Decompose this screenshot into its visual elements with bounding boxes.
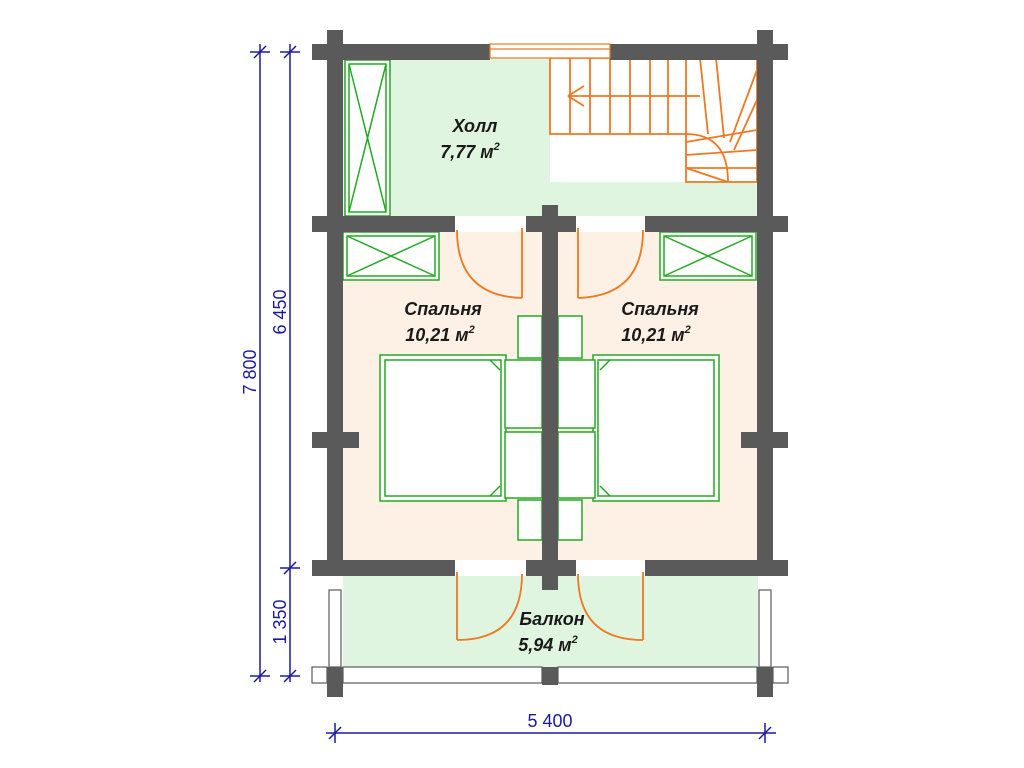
bed-left	[379, 354, 507, 502]
dimension-lines	[250, 44, 776, 743]
balcony-name: Балкон	[519, 609, 584, 629]
bed-right	[592, 354, 720, 502]
hall-wardrobe	[344, 59, 391, 217]
bedroom-left-wardrobe	[342, 231, 440, 281]
nightstands-left	[504, 315, 543, 541]
hall-name: Холл	[452, 116, 498, 136]
bedroom-right-name: Спальня	[621, 299, 699, 319]
hall-area: 7,77 м2	[440, 141, 499, 162]
bedroom-left-name: Спальня	[404, 299, 482, 319]
dim-total-width: 5 400	[527, 711, 572, 731]
walls	[312, 30, 788, 697]
nightstands-right	[557, 315, 596, 541]
balcony-area: 5,94 м2	[518, 634, 577, 655]
dim-total-height: 7 800	[240, 349, 260, 394]
staircase	[549, 57, 758, 183]
balcony-floor	[343, 575, 758, 667]
doors	[455, 216, 645, 641]
bedroom-right-area: 10,21 м2	[621, 324, 691, 345]
hall-window	[489, 43, 611, 59]
dim-balcony-height: 1 350	[270, 599, 290, 644]
bedroom-right-wardrobe	[659, 231, 757, 281]
balcony-railing	[311, 589, 789, 684]
bedroom-left-area: 10,21 м2	[405, 324, 475, 345]
dim-main-height: 6 450	[270, 289, 290, 334]
